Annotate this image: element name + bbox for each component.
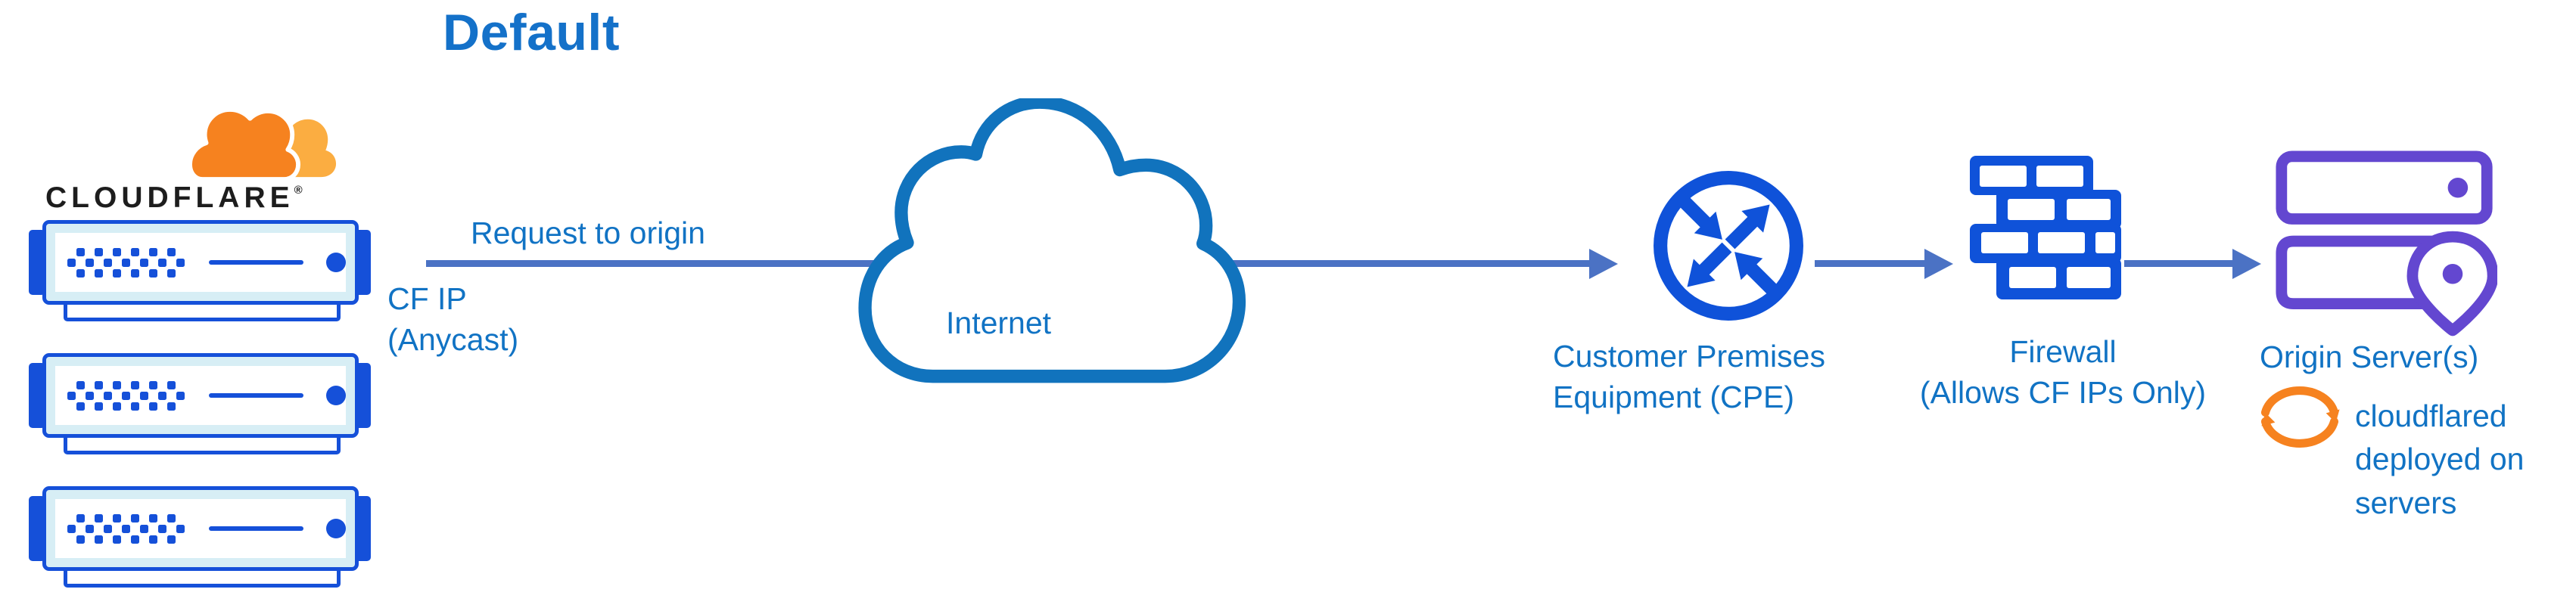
location-pin-icon xyxy=(2406,231,2497,336)
internet-label: Internet xyxy=(946,305,1052,340)
server-slot-line xyxy=(209,260,303,265)
firewall-to-origin-arrow-head xyxy=(2232,249,2261,279)
firewall-icon xyxy=(1958,156,2122,301)
cpe-label: Customer Premises Equipment (CPE) xyxy=(1553,339,1825,415)
registered-mark: ® xyxy=(294,184,303,197)
request-to-origin-label: Request to origin xyxy=(471,216,705,250)
diagram-title: Default xyxy=(443,4,620,61)
server-slot-line xyxy=(209,393,303,398)
server-face xyxy=(42,353,359,438)
server-face xyxy=(42,220,359,305)
vent-dots xyxy=(67,380,185,411)
rack-ear-left xyxy=(29,363,45,428)
request-arrow-head xyxy=(1589,249,1618,279)
internet-cloud-icon xyxy=(858,98,1246,383)
vent-dots xyxy=(67,513,185,544)
origin-server-icon xyxy=(2276,150,2497,336)
cpe-router-icon xyxy=(1654,171,1803,321)
cloudflare-logo: CLOUDFLARE® xyxy=(45,106,363,219)
rack-ear-left xyxy=(29,496,45,561)
cpe-to-firewall-arrow-line xyxy=(1815,260,1926,267)
firewall-label: Firewall (Allows CF IPs Only) xyxy=(1919,334,2207,411)
cloudflare-cloud-icon xyxy=(189,108,337,182)
server-slot-line xyxy=(209,526,303,531)
cf-ip-label: CF IP (Anycast) xyxy=(387,281,519,358)
cloudflared-note: cloudflared deployed on servers xyxy=(2355,398,2525,520)
rack-server-icon xyxy=(29,486,371,591)
firewall-to-origin-arrow-line xyxy=(2124,260,2234,267)
rack-ear-left xyxy=(29,230,45,295)
cloudflare-wordmark: CLOUDFLARE® xyxy=(45,181,303,214)
server-face xyxy=(42,486,359,571)
server-indicator-dot xyxy=(326,253,346,272)
sync-arrows-icon xyxy=(2260,386,2340,448)
rack-server-icon xyxy=(29,353,371,457)
server-indicator-dot xyxy=(326,386,346,405)
origin-server-label: Origin Server(s) xyxy=(2260,340,2479,374)
server-indicator-dot xyxy=(326,519,346,538)
rack-server-icon xyxy=(29,220,371,324)
vent-dots xyxy=(67,247,185,278)
cpe-to-firewall-arrow-head xyxy=(1924,249,1953,279)
